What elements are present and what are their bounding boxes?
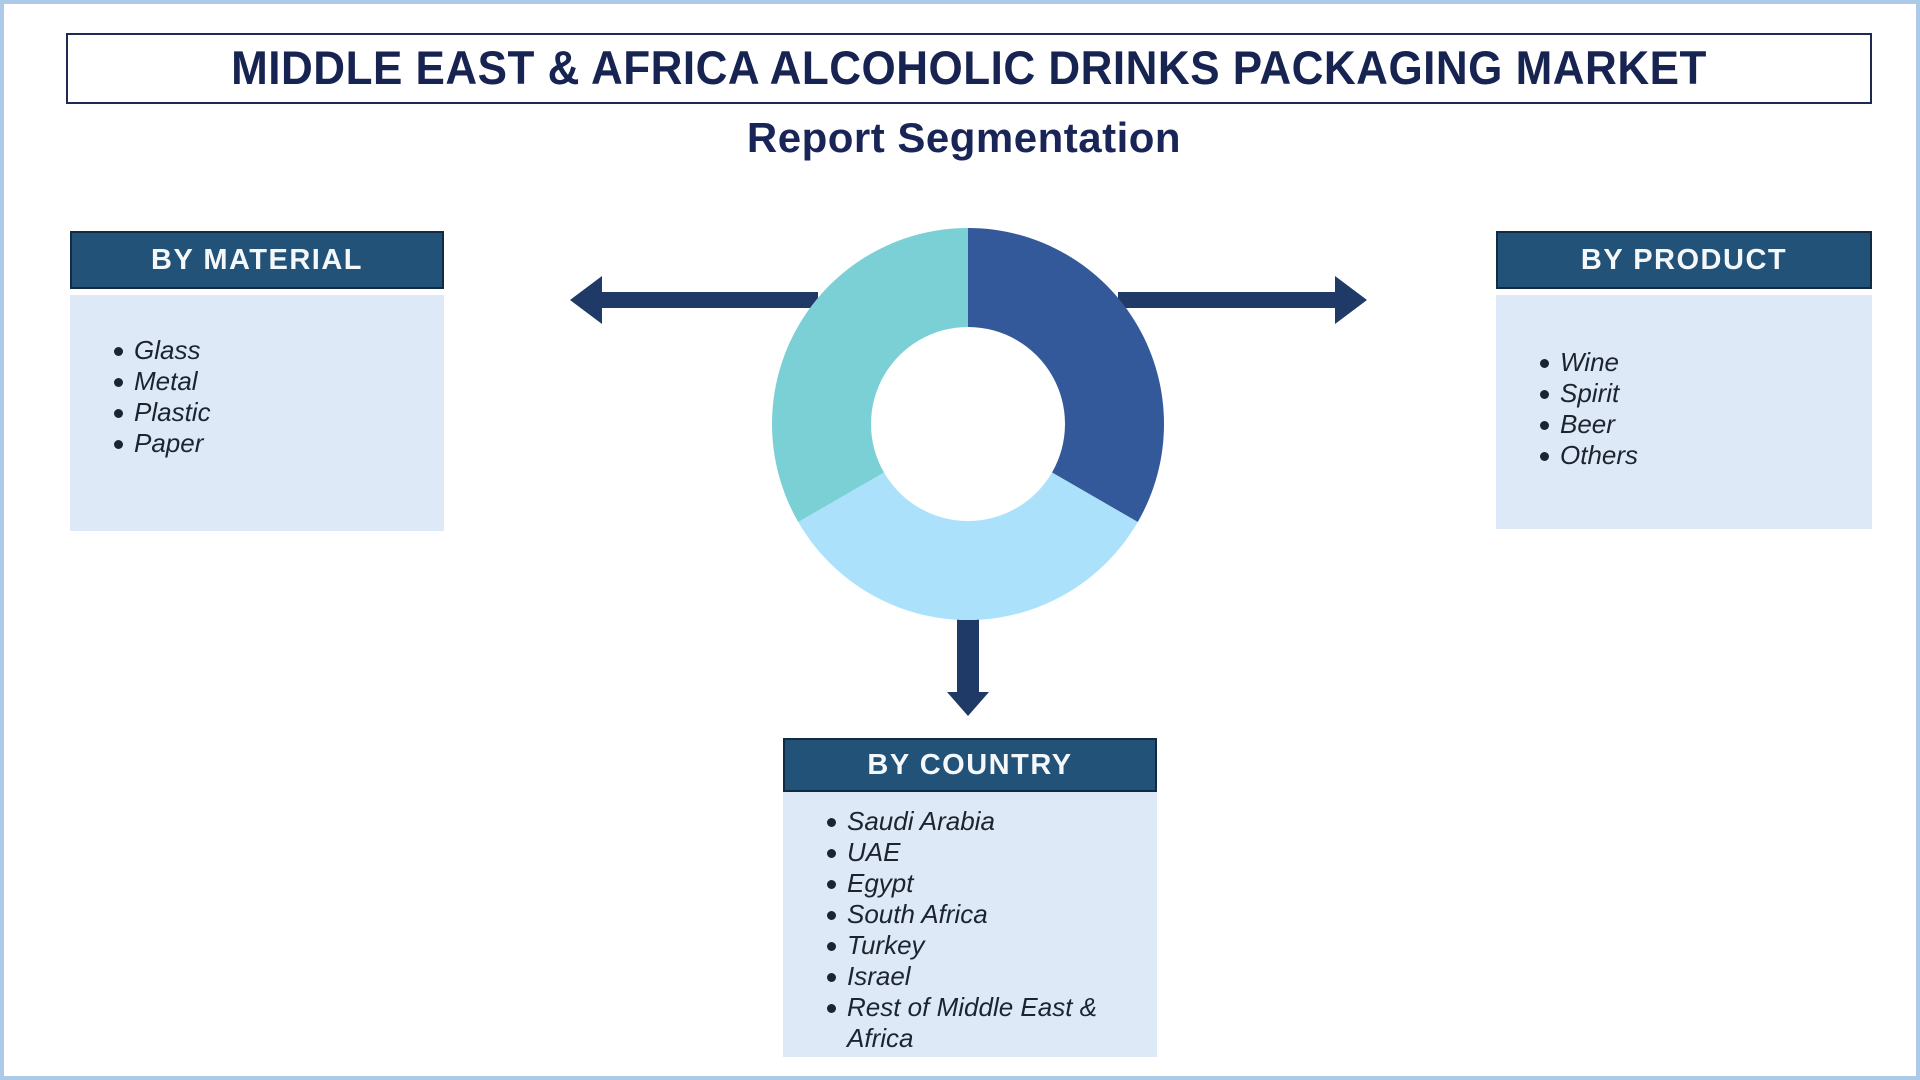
list-item: Rest of Middle East & Africa bbox=[803, 992, 1139, 1054]
page-title: MIDDLE EAST & AFRICA ALCOHOLIC DRINKS PA… bbox=[231, 41, 1707, 95]
list-item: Plastic bbox=[90, 397, 426, 428]
donut-chart bbox=[772, 228, 1164, 620]
donut-segment-product bbox=[968, 228, 1164, 522]
list-item: Spirit bbox=[1516, 378, 1854, 409]
list-item: Turkey bbox=[803, 930, 1139, 961]
list-item: Metal bbox=[90, 366, 426, 397]
donut-segment-country bbox=[798, 472, 1138, 620]
list-item: Saudi Arabia bbox=[803, 806, 1139, 837]
donut-segment-material bbox=[772, 228, 968, 522]
list-item: Beer bbox=[1516, 409, 1854, 440]
list-item: Others bbox=[1516, 440, 1854, 471]
list-item: Paper bbox=[90, 428, 426, 459]
list-item: South Africa bbox=[803, 899, 1139, 930]
arrow-down-icon bbox=[947, 614, 989, 716]
arrow-left-icon bbox=[570, 276, 818, 324]
title-box: MIDDLE EAST & AFRICA ALCOHOLIC DRINKS PA… bbox=[66, 33, 1872, 104]
list-item: Wine bbox=[1516, 347, 1854, 378]
by-product-header: BY PRODUCT bbox=[1496, 231, 1872, 289]
by-country-header-label: BY COUNTRY bbox=[867, 748, 1073, 781]
list-item: Egypt bbox=[803, 868, 1139, 899]
by-material-header: BY MATERIAL bbox=[70, 231, 444, 289]
page-subtitle: Report Segmentation bbox=[746, 114, 1182, 161]
list-item: Glass bbox=[90, 335, 426, 366]
by-product-header-label: BY PRODUCT bbox=[1580, 243, 1788, 276]
list-item: UAE bbox=[803, 837, 1139, 868]
segmentation-diagram bbox=[570, 228, 1367, 716]
by-country-header: BY COUNTRY bbox=[783, 738, 1157, 792]
list-item: Israel bbox=[803, 961, 1139, 992]
arrow-right-icon bbox=[1118, 276, 1367, 324]
by-material-header-label: BY MATERIAL bbox=[151, 243, 363, 276]
